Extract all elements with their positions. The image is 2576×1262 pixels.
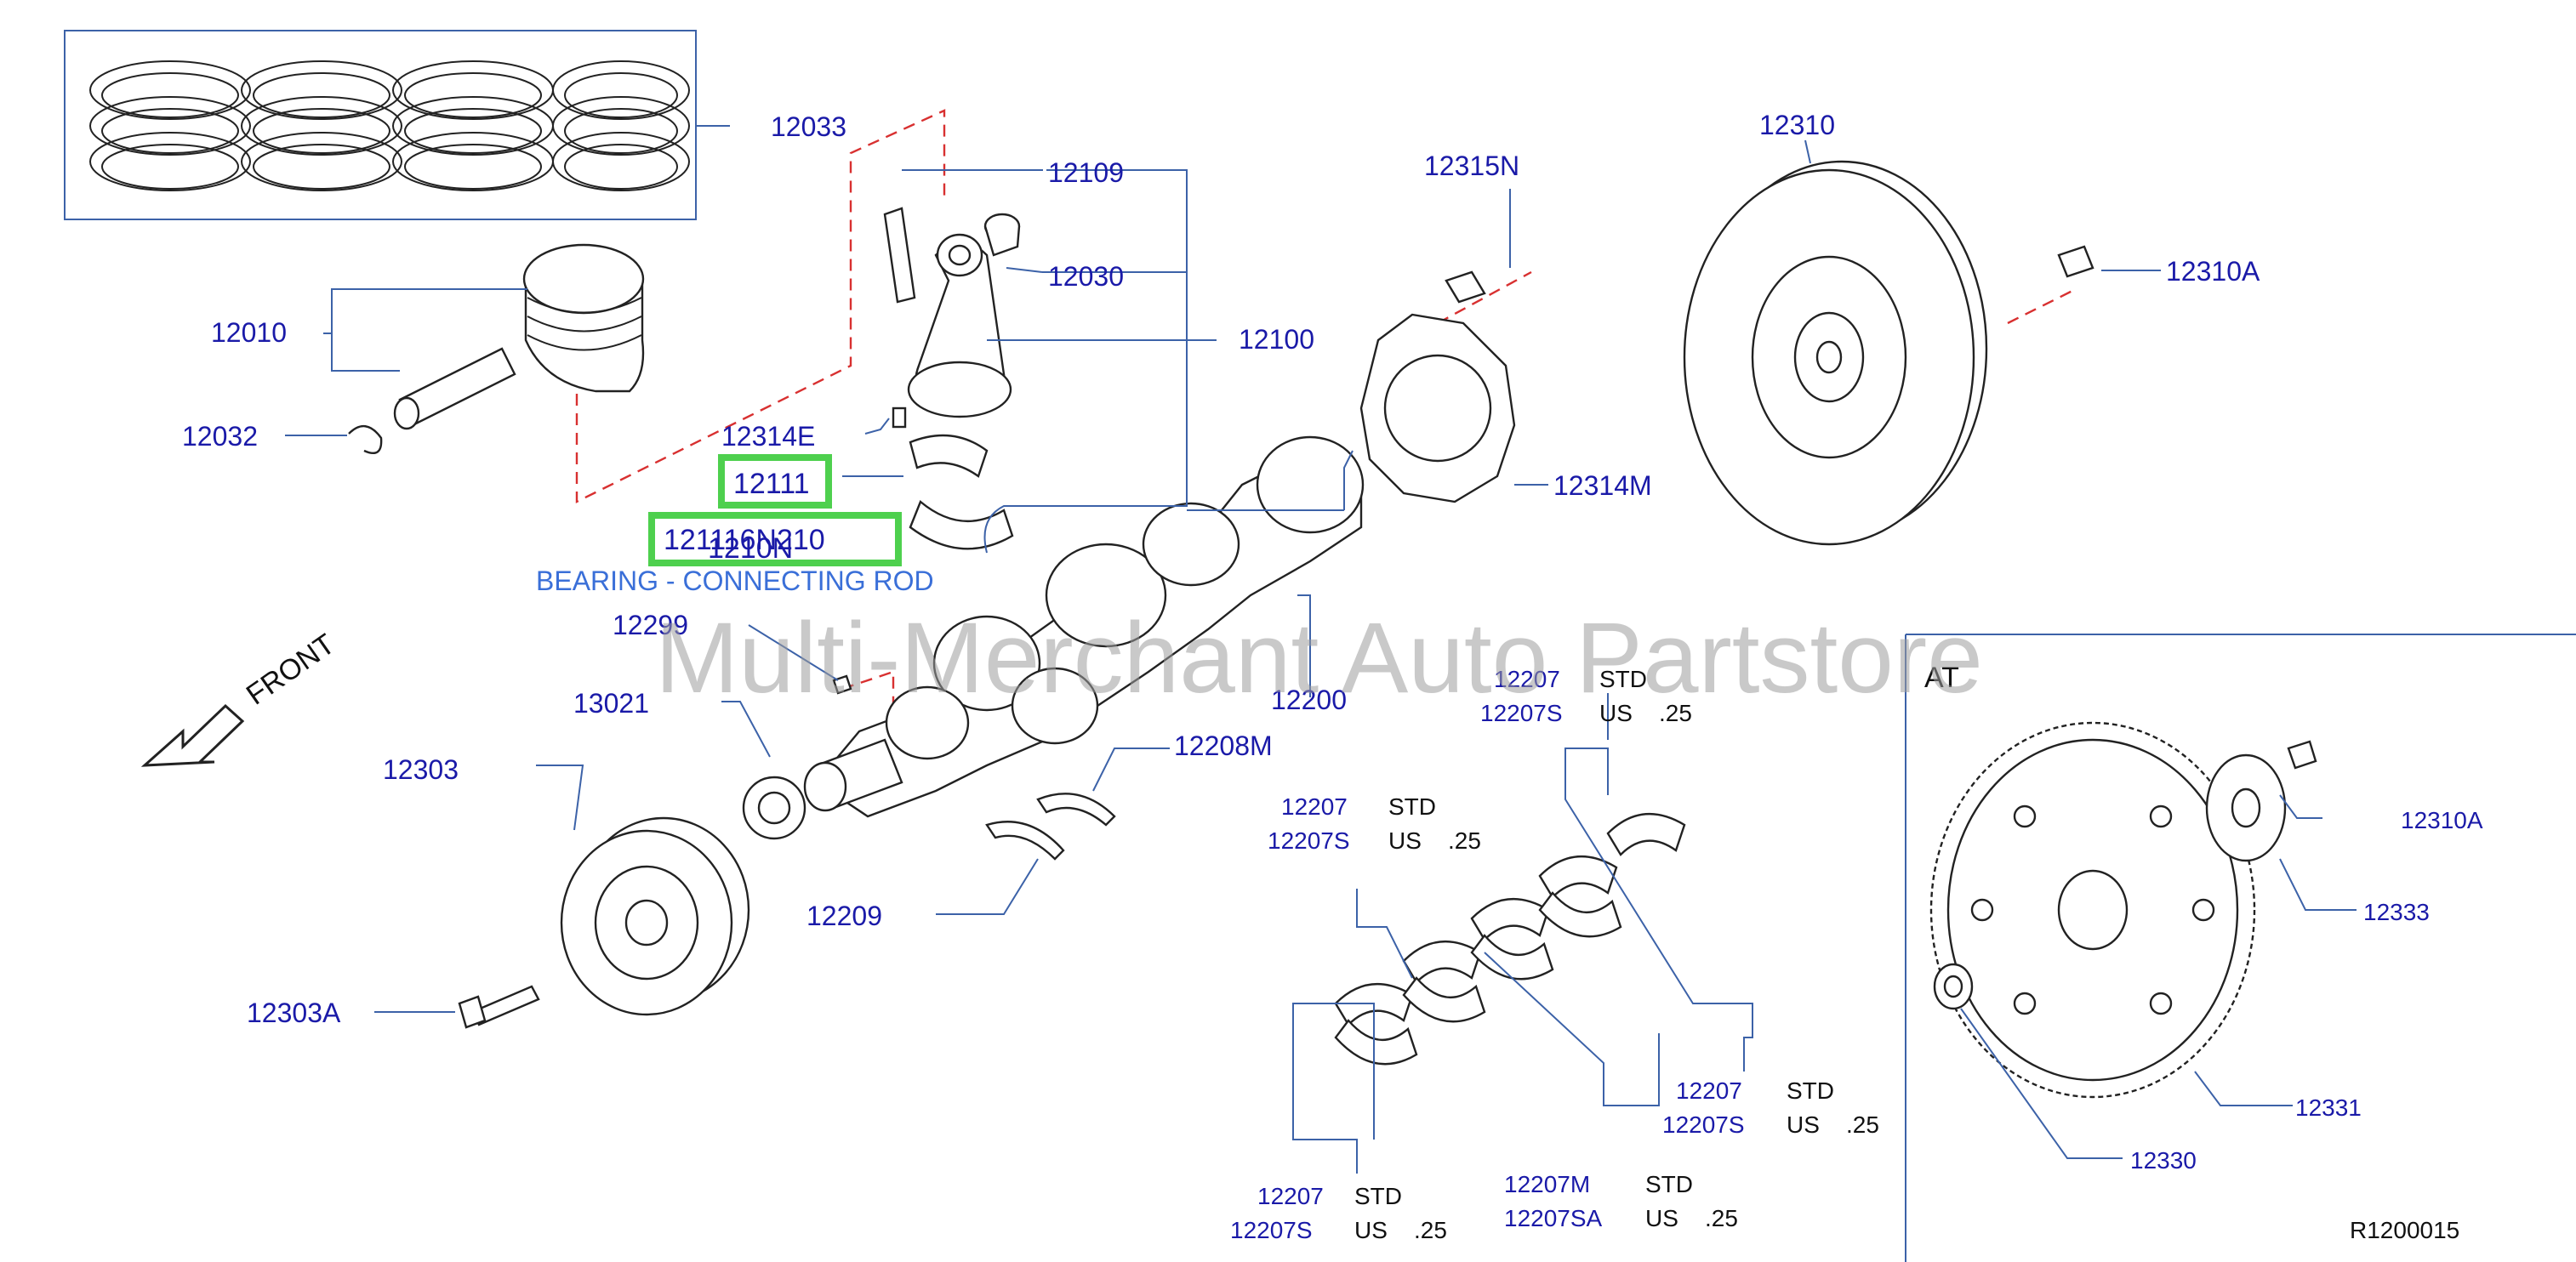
part-tooltip: BEARING - CONNECTING ROD <box>536 566 934 596</box>
bearing-g1-us: US <box>1599 700 1633 726</box>
bearing-g4-us: US <box>1645 1205 1678 1231</box>
crankshaft-illustration <box>803 435 1365 818</box>
part-label-12310a[interactable]: 12310A <box>2166 256 2260 287</box>
bearing-g2-us-size: .25 <box>1448 827 1481 854</box>
bearing-g5-us-pn[interactable]: 12207S <box>1230 1217 1313 1243</box>
piston-illustration <box>522 243 645 393</box>
part-label-12315n[interactable]: 12315N <box>1424 151 1519 181</box>
crank-sprocket-illustration <box>742 776 806 840</box>
part-label-12310a-at[interactable]: 12310A <box>2401 807 2483 833</box>
highlight-label-12111[interactable]: 12111 <box>733 468 810 500</box>
bearing-g5-std-pn[interactable]: 12207 <box>1257 1183 1324 1209</box>
part-label-12333[interactable]: 12333 <box>2363 899 2430 925</box>
pilot-bushing-illustration <box>1933 963 1974 1010</box>
part-label-12109[interactable]: 12109 <box>1048 157 1124 188</box>
bearing-g5-us: US <box>1354 1217 1388 1243</box>
bearing-g4-us-size: .25 <box>1705 1205 1738 1231</box>
drive-plate-illustration <box>1929 721 2256 1099</box>
bearing-g4-std: STD <box>1645 1171 1693 1197</box>
part-label-13021[interactable]: 13021 <box>573 688 649 719</box>
diagram-code: R1200015 <box>2350 1217 2459 1243</box>
bearing-g1-std-pn[interactable]: 12207 <box>1494 666 1560 692</box>
part-label-12314e[interactable]: 12314E <box>721 421 815 452</box>
bearing-g2-us: US <box>1388 827 1422 854</box>
part-label-12299[interactable]: 12299 <box>613 610 688 640</box>
part-label-12033[interactable]: 12033 <box>771 111 846 142</box>
thrust-washer-illustration <box>985 793 1116 861</box>
connecting-rod-illustration <box>883 207 1021 550</box>
part-label-12010[interactable]: 12010 <box>211 317 287 348</box>
bearing-g3-std-pn[interactable]: 12207 <box>1676 1077 1742 1104</box>
at-label: AT <box>1924 662 1959 694</box>
bearing-g3-std: STD <box>1787 1077 1834 1104</box>
signal-plate-illustration <box>1359 270 1516 503</box>
front-label: FRONT <box>241 628 341 711</box>
highlight-box-combo <box>648 512 902 566</box>
part-label-12330[interactable]: 12330 <box>2130 1147 2197 1174</box>
part-label-12314m[interactable]: 12314M <box>1553 470 1652 501</box>
flywheel-illustration <box>1683 160 2094 546</box>
front-arrow-icon <box>140 703 245 767</box>
bearing-g3-us-pn[interactable]: 12207S <box>1662 1111 1745 1138</box>
bearing-g1-std: STD <box>1599 666 1647 692</box>
piston-rings-illustration <box>89 60 690 191</box>
bearing-g3-us: US <box>1787 1111 1820 1138</box>
highlight-label-combo[interactable]: 121116N210 <box>664 524 825 556</box>
part-label-12032[interactable]: 12032 <box>182 421 258 452</box>
bearing-g5-us-size: .25 <box>1414 1217 1447 1243</box>
watermark: Multi-Merchant Auto Partstore <box>655 602 1983 714</box>
leader-lines <box>285 125 2357 1159</box>
part-label-12208m[interactable]: 12208M <box>1174 730 1273 761</box>
bearing-g2-us-pn[interactable]: 12207S <box>1268 827 1350 854</box>
bearing-g2-std-pn[interactable]: 12207 <box>1281 793 1348 820</box>
bearing-group-brackets <box>1292 693 1753 1174</box>
overlap-label: 1210N <box>708 532 793 565</box>
part-label-12303[interactable]: 12303 <box>383 754 459 785</box>
part-label-12200[interactable]: 12200 <box>1271 685 1347 715</box>
bearing-g4-us-pn[interactable]: 12207SA <box>1504 1205 1603 1231</box>
part-label-12310[interactable]: 12310 <box>1759 110 1835 140</box>
part-label-12100[interactable]: 12100 <box>1239 324 1314 355</box>
pulley-bolt-illustration <box>458 985 540 1029</box>
crank-pulley-illustration <box>560 816 750 1016</box>
bearing-g1-us-size: .25 <box>1659 700 1692 726</box>
highlight-box-12111 <box>718 454 832 509</box>
bearing-g3-us-size: .25 <box>1846 1111 1879 1138</box>
bearing-g2-std: STD <box>1388 793 1436 820</box>
snap-ring-illustration <box>348 425 383 455</box>
part-label-12331[interactable]: 12331 <box>2295 1094 2362 1121</box>
reinforcement-plate-illustration <box>2205 740 2317 862</box>
bearing-g5-std: STD <box>1354 1183 1402 1209</box>
bearing-g1-us-pn[interactable]: 12207S <box>1480 700 1563 726</box>
part-label-12209[interactable]: 12209 <box>806 901 882 931</box>
bearing-g4-std-pn[interactable]: 12207M <box>1504 1171 1590 1197</box>
piston-pin-illustration <box>393 347 516 430</box>
part-label-12303a[interactable]: 12303A <box>247 998 341 1028</box>
part-label-12030[interactable]: 12030 <box>1048 261 1124 292</box>
